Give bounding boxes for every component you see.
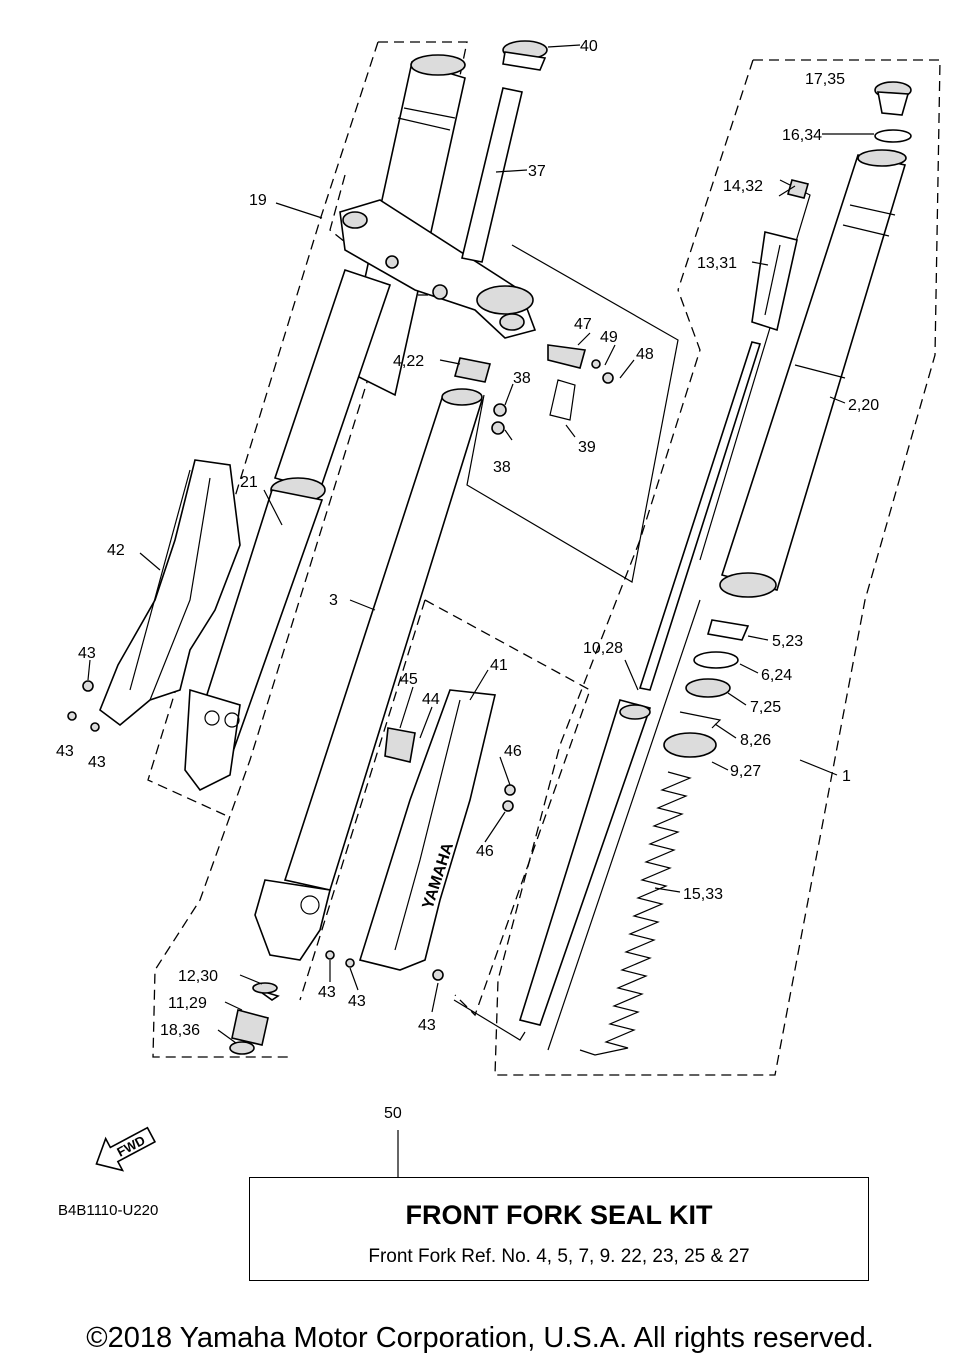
callout-46-upper: 46 [504,743,522,760]
bolt-11-29 [231,1009,269,1046]
callout-46-lower: 46 [476,843,494,860]
washer-18-36 [229,1041,255,1055]
clamp-45 [384,727,416,763]
callout-38-lower: 38 [493,459,511,476]
seal-kit-box: FRONT FORK SEAL KIT Front Fork Ref. No. … [249,1177,869,1281]
upper-triple-clamp [339,199,537,339]
holder-47 [547,344,587,369]
leader-lines [87,44,874,1177]
damper-parts [518,179,809,1026]
left-axle-holder [184,688,241,792]
clip-8-26 [679,711,722,729]
callout-43-f: 43 [418,1017,436,1034]
seal-7-25 [685,678,731,698]
callout-2-20: 2,20 [848,397,879,414]
collar-4-22 [453,357,492,383]
callout-9-27: 9,27 [730,763,761,780]
washer-6-24 [693,651,739,669]
callout-43-c: 43 [88,754,106,771]
oring-12-30 [252,982,278,994]
right-fork-cap [874,81,912,143]
holder-39 [549,379,576,421]
callout-45: 45 [400,671,418,688]
seal-kit-subtitle: Front Fork Ref. No. 4, 5, 7, 9. 22, 23, … [368,1246,750,1267]
fwd-arrow-icon: FWD [95,1126,157,1172]
seal-stack [663,619,750,758]
callout-48: 48 [636,346,654,363]
callout-17-35: 17,35 [805,71,845,88]
callout-13-31: 13,31 [697,255,737,272]
callout-12-30: 12,30 [178,968,218,985]
callout-1: 1 [842,768,851,785]
seal-kit-title: FRONT FORK SEAL KIT [405,1200,713,1230]
copyright-notice: ©2018 Yamaha Motor Corporation, U.S.A. A… [86,1322,874,1354]
callout-4-22: 4,22 [393,353,424,370]
callout-6-24: 6,24 [761,667,792,684]
callout-15-33: 15,33 [683,886,723,903]
callout-50: 50 [384,1105,402,1122]
callout-43-a: 43 [78,645,96,662]
callout-40: 40 [580,38,598,55]
callout-39: 39 [578,439,596,456]
callout-10-28: 10,28 [583,640,623,657]
left-outer-tube [188,54,466,761]
brake-hose-holders [491,344,614,435]
callout-21: 21 [240,474,258,491]
callout-5-23: 5,23 [772,633,803,650]
callout-18-36: 18,36 [160,1022,200,1039]
left-axle-bracket [254,879,331,961]
callout-42: 42 [107,542,125,559]
dust-seal-9-27 [663,732,717,758]
bushing-5-23 [706,619,750,641]
callout-19: 19 [249,192,267,209]
callout-8-26: 8,26 [740,732,771,749]
callout-37: 37 [528,163,546,180]
cylinder-10-28 [518,699,652,1026]
damper-rod [638,341,762,691]
callout-41: 41 [490,657,508,674]
callout-16-34: 16,34 [782,127,822,144]
callout-43-b: 43 [56,743,74,760]
steering-stem [461,40,548,263]
guard-42 [67,459,241,792]
callout-14-32: 14,32 [723,178,763,195]
callout-38-upper: 38 [513,370,531,387]
right-outer-tube [719,149,907,598]
callout-3: 3 [329,592,338,609]
callout-44: 44 [422,691,440,708]
callout-43-d: 43 [318,984,336,1001]
left-lower-tube [229,357,492,1055]
oring-16-34 [874,129,912,143]
collar-13-31 [751,231,798,332]
callout-labels: 40 37 19 17,35 16,34 14,32 13,31 47 49 4… [56,38,879,1122]
callout-43-e: 43 [348,993,366,1010]
callout-11-29: 11,29 [168,995,207,1012]
spring-15-33 [579,771,692,1056]
fork-cap-left [410,54,466,76]
catalog-code: B4B1110-U220 [58,1202,159,1219]
callout-49: 49 [600,329,618,346]
callout-7-25: 7,25 [750,699,781,716]
callout-47: 47 [574,316,592,333]
fwd-label: FWD [114,1133,147,1160]
